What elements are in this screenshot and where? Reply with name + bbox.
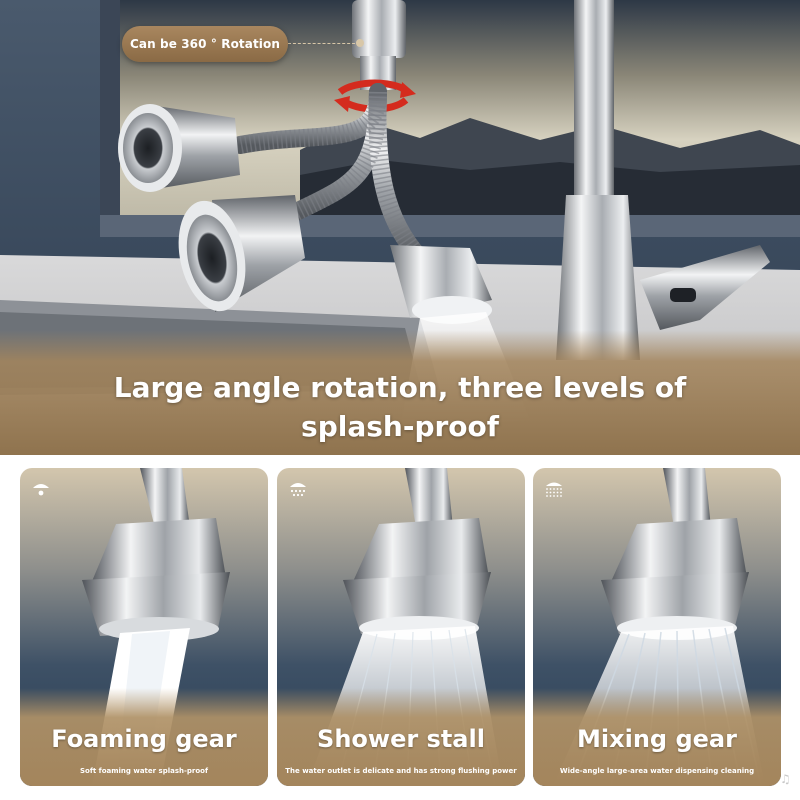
hero-headline-line1: Large angle rotation, three levels of: [113, 371, 687, 404]
panel-title: Foaming gear: [51, 725, 237, 753]
panel-description: Wide-angle large-area water dispensing c…: [559, 767, 755, 775]
panel-title: Shower stall: [317, 725, 485, 753]
panel-title: Mixing gear: [577, 725, 737, 753]
music-note-icon: ♫: [780, 772, 791, 786]
panel-description: Soft foaming water splash-proof: [79, 767, 209, 775]
callout-connector: [288, 43, 360, 44]
hero-scene: Can be 360 ° Rotation Large angle rotati…: [0, 0, 800, 455]
panel-description: The water outlet is delicate and has str…: [285, 767, 517, 775]
hero-headline: Large angle rotation, three levels of sp…: [0, 368, 800, 446]
kitchen-faucet-photo: [0, 0, 800, 455]
rotation-callout-badge: Can be 360 ° Rotation: [122, 26, 288, 62]
rotation-callout-text: Can be 360 ° Rotation: [130, 37, 280, 51]
panel-footer: [277, 688, 525, 786]
panel-footer: [533, 688, 781, 786]
panel-mixing-gear: Mixing gear Wide-angle large-area water …: [533, 468, 781, 786]
panel-shower-stall: Shower stall The water outlet is delicat…: [277, 468, 525, 786]
callout-pointer-dot: [356, 39, 364, 47]
foaming-drop-icon: [30, 478, 52, 500]
shower-spray-icon: [287, 478, 309, 500]
mixing-spray-icon: [543, 478, 565, 500]
hero-headline-line2: splash-proof: [301, 410, 499, 443]
panel-footer: [20, 688, 268, 786]
panel-foaming-gear: Foaming gear Soft foaming water splash-p…: [20, 468, 268, 786]
